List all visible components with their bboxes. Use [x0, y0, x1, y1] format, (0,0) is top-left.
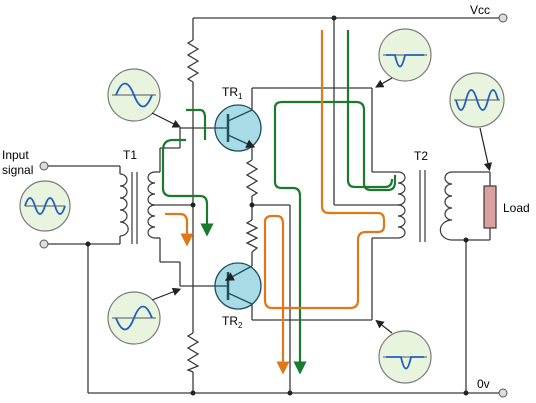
transformer-t1	[119, 171, 156, 244]
ground-terminal	[498, 388, 508, 398]
emitter-resistor-top	[245, 159, 259, 197]
input-terminal-top	[39, 161, 49, 171]
tr2-label-sub: 2	[238, 321, 243, 330]
scope-t1-top	[107, 68, 161, 122]
scope-tr2-half	[378, 330, 432, 384]
t1-label: T1	[123, 148, 137, 162]
transistor-tr1	[214, 104, 262, 152]
emitter-resistor-bottom	[245, 219, 259, 253]
tr1-label-sub: 1	[238, 92, 243, 101]
green-current-path	[161, 30, 397, 375]
orange-current-path	[165, 30, 386, 375]
ground-label: 0v	[477, 377, 490, 391]
scope-tr1-half	[378, 28, 432, 82]
tr2-label-main: TR	[222, 314, 238, 328]
tr2-label: TR2	[222, 314, 243, 330]
scope-load	[449, 72, 505, 128]
terminals	[39, 13, 508, 398]
tr1-label: TR1	[222, 85, 243, 101]
scope-pointers	[151, 77, 492, 334]
load-label: Load	[503, 201, 530, 215]
t2-label: T2	[414, 149, 428, 163]
vcc-label: Vcc	[470, 3, 490, 17]
bias-resistor-top	[186, 39, 200, 83]
tr1-label-main: TR	[222, 85, 238, 99]
input-label-line1: Input	[2, 148, 29, 162]
wiring	[48, 17, 500, 394]
scope-input	[19, 180, 71, 232]
bias-resistor-bottom	[186, 332, 200, 373]
load-resistor	[483, 185, 497, 229]
transistor-tr2	[214, 262, 262, 310]
input-label-line2: signal	[2, 163, 33, 177]
transformer-t2	[397, 170, 453, 242]
scope-t1-bottom	[107, 291, 161, 345]
vcc-terminal	[498, 13, 508, 23]
resistors	[186, 39, 259, 373]
junction-dots	[85, 15, 469, 396]
input-terminal-bottom	[39, 239, 49, 249]
